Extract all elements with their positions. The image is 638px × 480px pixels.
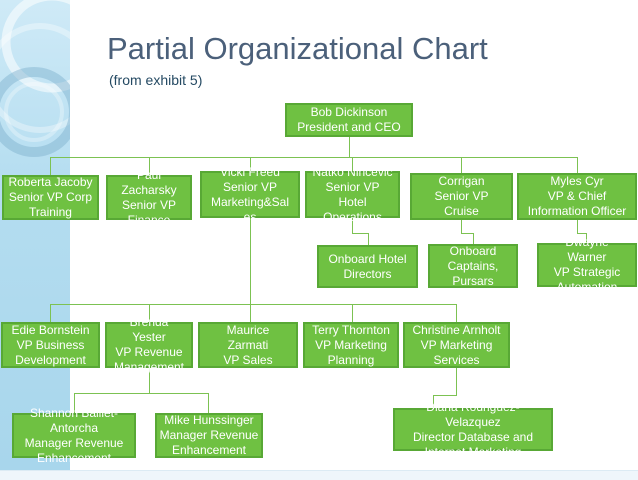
connector-segment [50,157,578,158]
connector-segment [50,157,51,175]
connector-segment [352,157,353,171]
connector-segment [368,233,369,245]
connector-segment [149,304,150,322]
sidebar-decoration [0,0,70,470]
connector-segment [461,220,462,233]
connector-segment [433,395,434,408]
connector-segment [577,233,587,234]
connector-segment [352,218,353,233]
connector-segment [149,368,150,393]
connector-segment [473,233,474,244]
connector-segment [149,157,150,175]
page-subtitle: (from exhibit 5) [109,72,203,88]
connector-segment [208,393,209,413]
slide-bottom-strip [0,470,638,480]
connector-segment [74,393,75,413]
connector-segment [456,304,457,322]
connector-segment [50,304,457,305]
connector-segment [250,218,251,304]
connector-segment [250,304,251,322]
connector-segment [461,233,474,234]
connector-segment [577,220,578,233]
connector-segment [433,395,457,396]
connector-segment [586,233,587,243]
connector-segment [50,304,51,322]
connector-segment [461,157,462,173]
connector-segment [352,304,353,322]
connector-segment [456,368,457,395]
decorative-circles-icon [0,0,70,157]
connector-segment [577,157,578,173]
connector-segment [74,393,209,394]
connector-segment [352,233,369,234]
connector-segment [250,157,251,171]
page-title: Partial Organizational Chart [107,31,488,66]
connector-segment [349,137,350,157]
